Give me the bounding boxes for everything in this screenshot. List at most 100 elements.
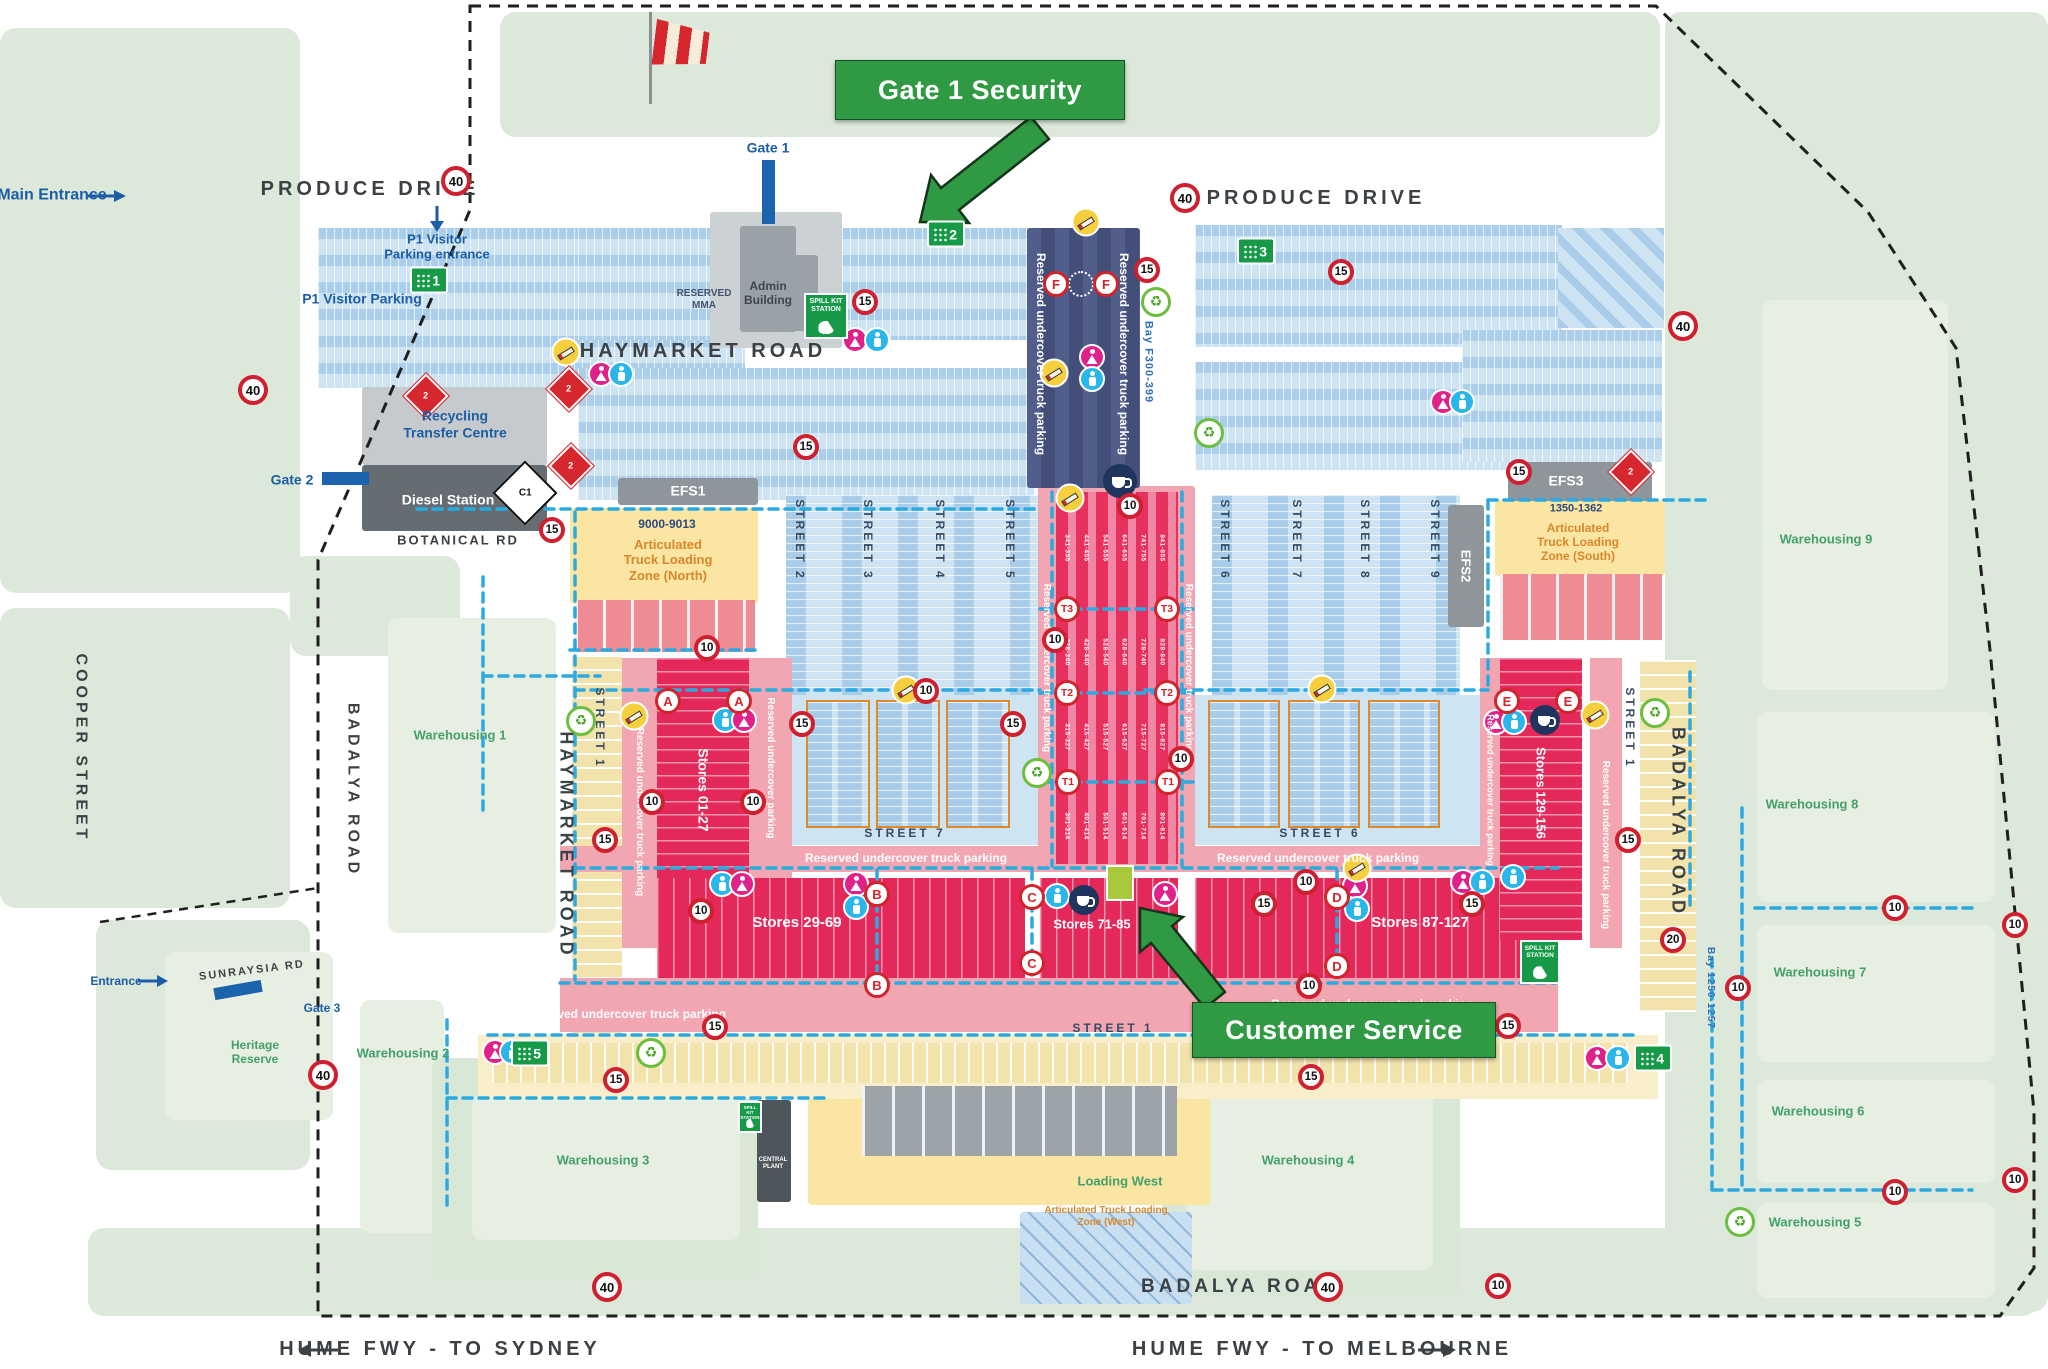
road-label-haymarket-road: HAYMARKET ROAD [579, 340, 827, 363]
smoking-area-icon-0 [551, 337, 581, 367]
bay-range-label: 441-455 [1082, 534, 1090, 562]
label-articulated-truck-loading-zo: Articulated Truck Loading Zone (North) [623, 537, 713, 583]
bay-range-label: 828-840 [1158, 638, 1166, 666]
label-reserved-undercover-truck-pa: Reserved undercover truck parking [523, 1006, 727, 1021]
bay-range-label: 541-555 [1101, 534, 1109, 562]
toilet-female-icon [729, 871, 755, 897]
road-label-badalya-road: BADALYA ROAD [1141, 1275, 1339, 1297]
bay-range-label: 715-727 [1139, 723, 1147, 751]
street-label-street-6: STREET 6 [1279, 825, 1361, 840]
speed-sign-10-7: 10 [688, 898, 714, 924]
speed-sign-10-10: 10 [1725, 975, 1751, 1001]
street-label-street-1: STREET 1 [593, 687, 608, 769]
recycle-icon-2: ♻ [1022, 758, 1052, 788]
label-bay-1250-1257: Bay 1250-1257 [1704, 947, 1716, 1029]
marker-b-2: B [864, 881, 890, 907]
assembly-point-sign-4: 4 [1634, 1044, 1672, 1072]
zone-label-warehousing-1: Warehousing 1 [413, 727, 507, 743]
speed-sign-10-9: 10 [1296, 973, 1322, 999]
orange-parking-lot-1 [876, 700, 940, 828]
recycle-icon-5: ♻ [1640, 698, 1670, 728]
street-label-street-1: STREET 1 [1623, 687, 1638, 769]
bay-range-label: 601-614 [1120, 812, 1128, 840]
parking-field-5 [1462, 330, 1662, 462]
label-stores-71-85: Stores 71-85 [1053, 916, 1131, 932]
spill-kit-station-2: SPILL KIT STATION [738, 1101, 762, 1133]
toilet-male-icon [1605, 1045, 1631, 1071]
speed-sign-40-1: 40 [238, 375, 268, 405]
marker-b-3: B [864, 972, 890, 998]
street-label-street-2: STREET 2 [793, 499, 808, 581]
speed-sign-10-5: 10 [639, 789, 665, 815]
bay-range-label: 415-427 [1082, 723, 1090, 751]
speed-sign-40-3: 40 [1668, 311, 1698, 341]
road-label-badalya-road: BADALYA ROAD [1668, 726, 1689, 918]
green-area-7 [388, 618, 556, 933]
zone-label-warehousing-7: Warehousing 7 [1773, 964, 1867, 980]
road-label-haymarket-road: HAYMARKET ROAD [556, 731, 577, 959]
bay-range-label: 528-540 [1101, 638, 1109, 666]
bay-range-label: 341-355 [1063, 534, 1071, 562]
street-label-street-1: STREET 1 [1072, 1020, 1154, 1035]
bay-range-label: 301-314 [1063, 812, 1071, 840]
toilet-male-icon [1469, 869, 1495, 895]
street-label-street-7: STREET 7 [1290, 499, 1305, 581]
assembly-point-sign-5: 5 [511, 1039, 549, 1067]
green-area-15 [1757, 925, 1995, 1062]
marker-t3-13: T3 [1154, 596, 1180, 622]
smoking-area-icon-3 [1055, 483, 1085, 513]
label-reserved-undercover-truck-pa: Reserved undercover truck parking [1117, 252, 1132, 456]
street-label-street-5: STREET 5 [1003, 499, 1018, 581]
windsock-pole [649, 12, 652, 104]
assembly-point-sign-2: 2 [927, 220, 965, 248]
road-label-cooper-street: COOPER STREET [72, 653, 90, 843]
smoking-area-icon-8 [1580, 700, 1610, 730]
green-area-18 [165, 952, 333, 1120]
label-p1-visitor-parking-entrance: P1 Visitor Parking entrance [384, 231, 490, 262]
zone-label-warehousing-8: Warehousing 8 [1765, 796, 1859, 812]
spill-kit-station-0: SPILL KIT STATION [804, 293, 848, 339]
speed-sign-10-0: 10 [694, 635, 720, 661]
speed-sign-10-1: 10 [1117, 493, 1143, 519]
bay-range-label: 628-640 [1120, 638, 1128, 666]
marker-t2-14: T2 [1054, 680, 1080, 706]
dock-0 [575, 600, 755, 652]
toilet-male-icon [1500, 864, 1526, 890]
toilet-male-icon [1044, 883, 1070, 909]
label-p1-visitor-parking: P1 Visitor Parking [302, 290, 422, 307]
bay-range-label: 701-714 [1139, 812, 1147, 840]
dock-1 [1500, 574, 1662, 640]
label-efs2: EFS2 [1458, 549, 1474, 583]
speed-sign-40-6: 40 [1313, 1272, 1343, 1302]
bay-range-label: 641-655 [1120, 534, 1128, 562]
bay-range-label: 841-855 [1158, 534, 1166, 562]
label-9000-9013: 9000-9013 [638, 516, 696, 531]
orange-parking-lot-5 [1368, 700, 1440, 828]
label-central-plant: CENTRAL PLANT [758, 1156, 788, 1170]
marker-e-8: E [1494, 688, 1520, 714]
toilet-female-icon [1152, 881, 1178, 907]
label-1350-1362: 1350-1362 [1549, 502, 1603, 515]
bay-range-label: 501-514 [1101, 812, 1109, 840]
assembly-point-sign-1: 1 [410, 266, 448, 294]
label-stores-87-127: Stores 87-127 [1371, 914, 1469, 932]
toilet-male-icon [608, 361, 634, 387]
toilet-male-icon [864, 327, 890, 353]
label-diesel-station: Diesel Station [401, 491, 495, 508]
zone-label-warehousing-3: Warehousing 3 [556, 1152, 650, 1168]
speed-sign-15-12: 15 [702, 1014, 728, 1040]
bay-range-label: 801-814 [1158, 812, 1166, 840]
label-stores-01-27: Stores 01-27 [695, 748, 712, 832]
road-label-badalya-road: BADALYA ROAD [344, 702, 362, 878]
street-label-street-8: STREET 8 [1358, 499, 1373, 581]
speed-sign-15-13: 15 [603, 1067, 629, 1093]
customer-service-building [1106, 865, 1134, 901]
recycle-icon-6: ♻ [1725, 1207, 1755, 1237]
coffee-icon-2 [1530, 705, 1560, 735]
street-label-street-3: STREET 3 [861, 499, 876, 581]
green-area-16 [1757, 1080, 1995, 1183]
label-stores-29-69: Stores 29-69 [752, 914, 842, 932]
callout-customer-service: Customer Service [1192, 1002, 1496, 1058]
speed-sign-15-9: 15 [1615, 827, 1641, 853]
marker-t1-16: T1 [1055, 769, 1081, 795]
